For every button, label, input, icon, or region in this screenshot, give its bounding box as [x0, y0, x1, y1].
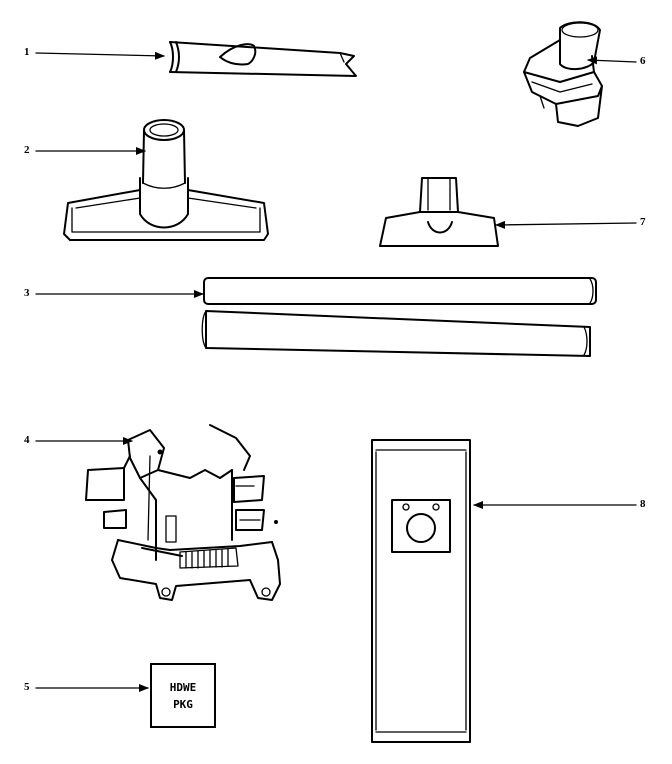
crevice-tool-drawing [169, 41, 357, 77]
upholstery-tool-drawing [379, 177, 499, 247]
hardware-package-line1: HDWE [169, 681, 197, 694]
callout-1: 1 [24, 46, 30, 58]
adapter-drawing [523, 21, 603, 127]
hardware-package-line2: PKG [173, 698, 193, 711]
callout-2: 2 [24, 144, 30, 156]
floor-brush-drawing [63, 119, 269, 241]
leader-line-7 [495, 220, 637, 229]
bag-housing-drawing [85, 424, 281, 601]
hardware-package-box: HDWE PKG [150, 663, 216, 728]
callout-7: 7 [640, 216, 646, 228]
leader-line-6 [587, 56, 637, 65]
leader-line-1 [35, 51, 165, 60]
filter-bag-drawing [371, 439, 471, 743]
callout-6: 6 [640, 55, 646, 67]
callout-3: 3 [24, 287, 30, 299]
callout-8: 8 [640, 498, 646, 510]
extension-wands-drawing [201, 277, 597, 357]
callout-5: 5 [24, 681, 30, 693]
callout-4: 4 [24, 434, 30, 446]
